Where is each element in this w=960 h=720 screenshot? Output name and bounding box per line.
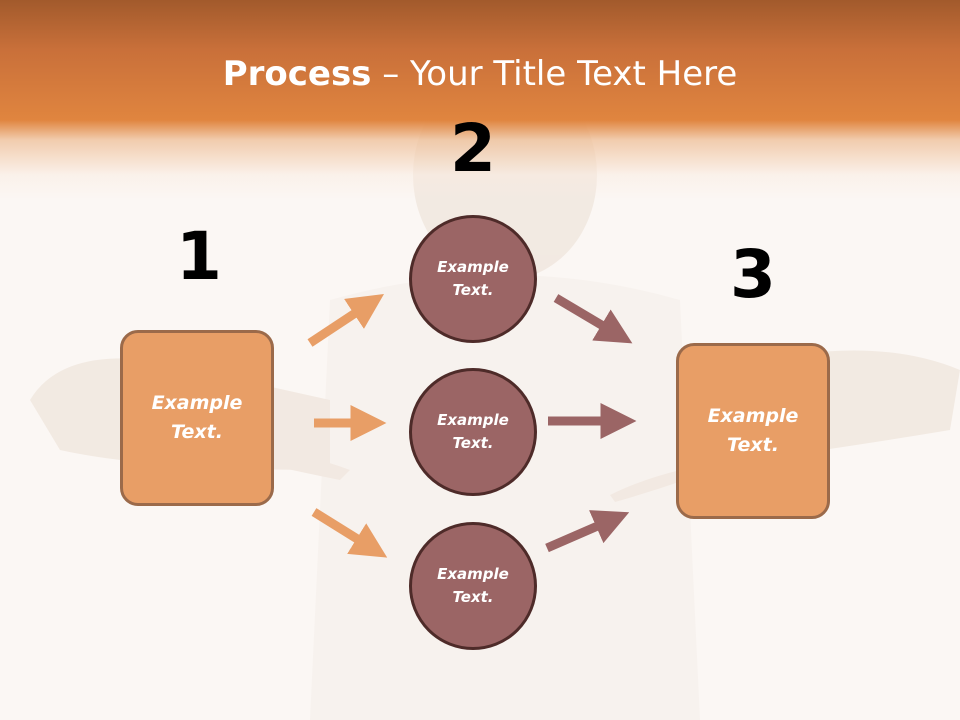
step2-circle-bottom: Example Text.: [409, 522, 537, 650]
slide-title: Process – Your Title Text Here: [0, 52, 960, 96]
step1-text: Example Text.: [151, 392, 243, 443]
step3-text: Example Text.: [707, 405, 799, 456]
step-number-3: 3: [730, 236, 776, 313]
title-bold: Process: [222, 54, 372, 94]
step2-middle-text: Example Text.: [437, 411, 509, 452]
step2-circle-middle: Example Text.: [409, 368, 537, 496]
step1-box: Example Text.: [120, 330, 274, 506]
step-number-2: 2: [450, 110, 496, 187]
step3-box: Example Text.: [676, 343, 830, 519]
step-number-1: 1: [176, 218, 222, 295]
title-rest: – Your Title Text Here: [371, 54, 738, 94]
step2-circle-top: Example Text.: [409, 215, 537, 343]
header-band: [0, 0, 960, 200]
step2-bottom-text: Example Text.: [437, 565, 509, 606]
step2-top-text: Example Text.: [437, 258, 509, 299]
